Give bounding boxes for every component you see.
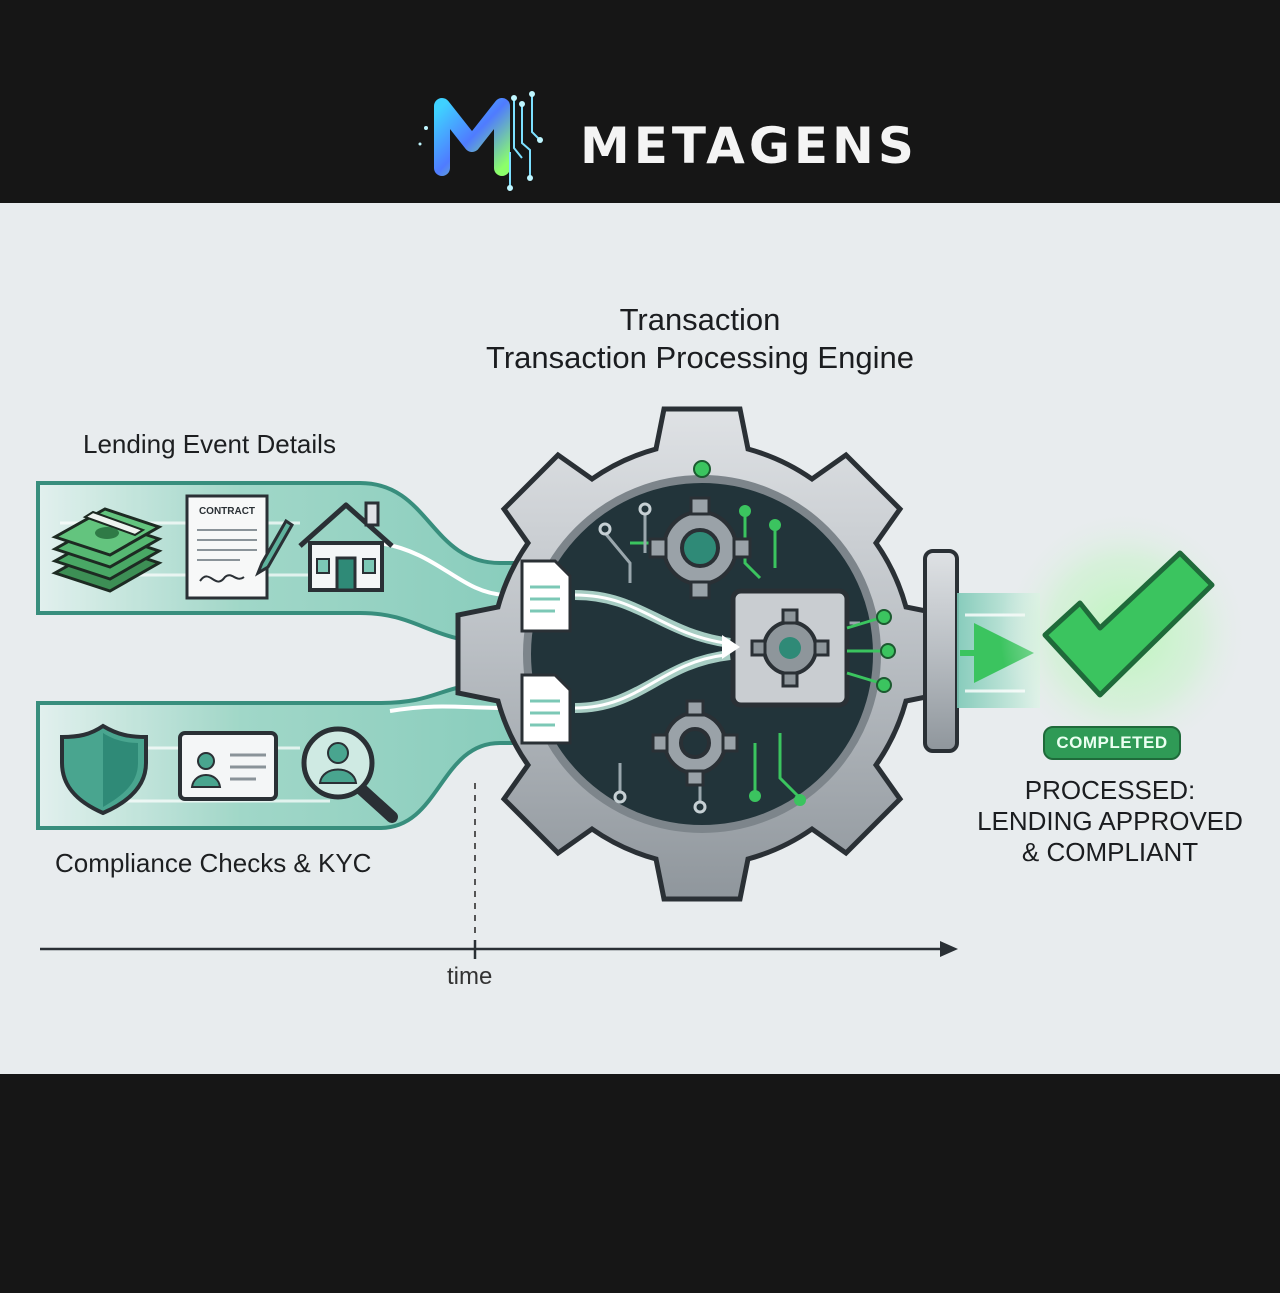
user-search-icon xyxy=(301,726,398,823)
engine-title-line1: Transaction xyxy=(619,302,781,337)
result-line3: & COMPLIANT xyxy=(1021,837,1199,867)
engine-title: Transaction Transaction Processing Engin… xyxy=(380,301,1020,377)
id-card-icon xyxy=(178,731,278,801)
transaction-flow-diagram: CONTRACT xyxy=(36,406,1250,959)
document-icon xyxy=(520,559,572,633)
time-axis-label: time xyxy=(447,963,493,990)
result-line2: LENDING APPROVED xyxy=(977,806,1243,836)
gear-icon xyxy=(651,699,739,787)
document-icon xyxy=(520,673,572,745)
contract-icon xyxy=(185,494,294,600)
completed-badge: COMPLETED xyxy=(1043,726,1181,760)
house-icon xyxy=(298,501,394,592)
result-line1: PROCESSED: xyxy=(1024,775,1196,805)
compliance-label: Compliance Checks & KYC xyxy=(55,848,372,878)
engine-title-line2: Transaction Processing Engine xyxy=(486,340,914,375)
contract-label: CONTRACT xyxy=(199,506,255,517)
footer-bar xyxy=(0,1074,1280,1293)
result-text: PROCESSED: LENDING APPROVED & COMPLIANT xyxy=(960,775,1260,868)
checkmark-icon xyxy=(1042,550,1215,698)
lending-event-label: Lending Event Details xyxy=(83,429,336,459)
header-bar: METAGENS xyxy=(0,0,1280,203)
gear-icon xyxy=(648,496,752,600)
shield-icon xyxy=(60,723,148,816)
diagram-panel: CONTRACT xyxy=(0,203,1280,1074)
timeline-axis xyxy=(40,783,958,959)
brand-name: METAGENS xyxy=(580,117,918,175)
processor-chip xyxy=(730,588,850,708)
engine-gear xyxy=(455,406,949,902)
metagens-logo-icon xyxy=(418,91,543,191)
money-stack-icon xyxy=(51,507,163,593)
